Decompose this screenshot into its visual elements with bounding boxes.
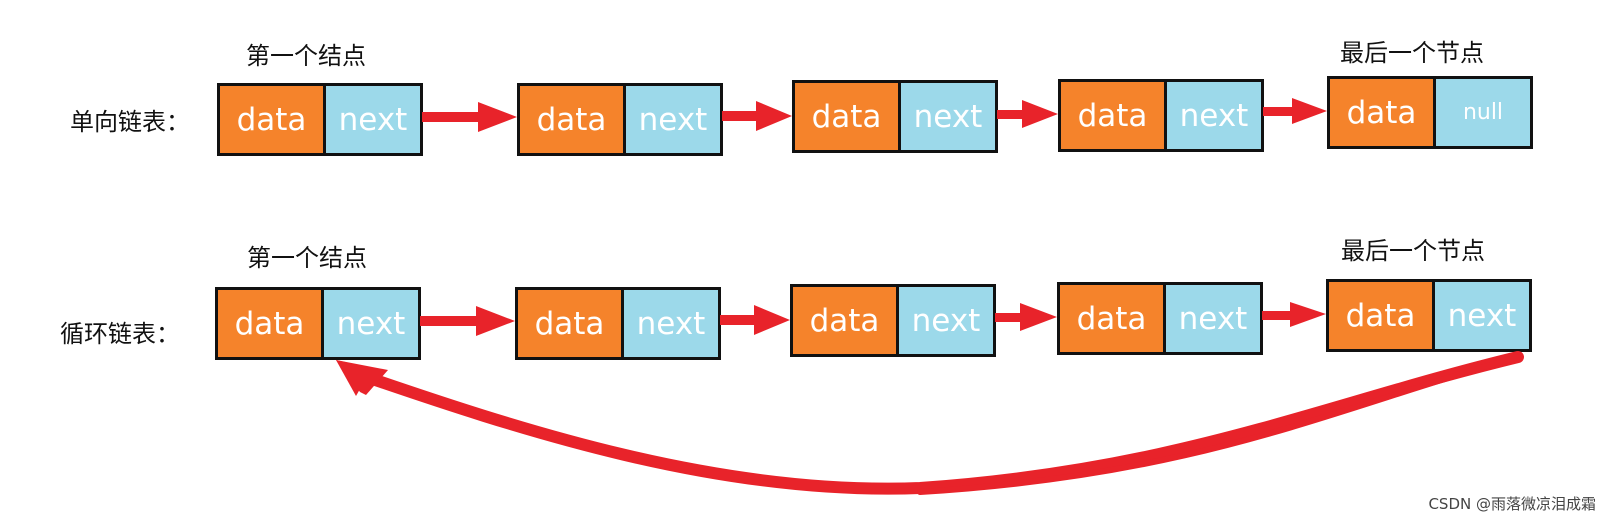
singly-list-label: 单向链表： [70,108,190,136]
circular-node-1: data next [215,287,421,360]
circular-arrow-4-5 [1262,302,1326,327]
circular-arrow-2-3 [720,305,790,335]
circular-node-4: data next [1057,282,1263,355]
singly-node-1: data next [217,83,423,156]
data-field: data [1329,282,1435,349]
singly-node-5: data null [1327,76,1533,149]
data-field: data [793,287,899,354]
circular-arrow-1-2 [420,306,515,336]
singly-arrow-3-4 [997,100,1058,128]
singly-node-2: data next [517,83,723,156]
circular-first-node-caption: 第一个结点 [247,244,367,272]
circular-node-3: data next [790,284,996,357]
circular-list-label: 循环链表： [60,320,180,348]
data-field: data [1061,82,1167,149]
next-pointer-field: next [626,86,720,153]
data-field: data [220,86,326,153]
circular-node-2: data next [515,287,721,360]
singly-first-node-caption: 第一个结点 [246,42,366,70]
next-pointer-field: next [1435,282,1529,349]
null-pointer-field: null [1436,79,1530,146]
circular-last-node-caption: 最后一个节点 [1341,237,1485,265]
next-pointer-field: next [324,290,418,357]
singly-node-3: data next [792,80,998,153]
data-field: data [520,86,626,153]
singly-arrow-2-3 [722,101,792,131]
next-pointer-field: next [901,83,995,150]
data-field: data [1060,285,1166,352]
singly-arrow-1-2 [422,102,517,132]
next-pointer-field: next [326,86,420,153]
next-pointer-field: next [1167,82,1261,149]
singly-arrow-4-5 [1263,98,1327,124]
circular-node-5: data next [1326,279,1532,352]
data-field: data [518,290,624,357]
circular-arrow-3-4 [995,303,1057,331]
next-pointer-field: next [624,290,718,357]
next-pointer-field: next [899,287,993,354]
singly-node-4: data next [1058,79,1264,152]
data-field: data [795,83,901,150]
circular-return-arrow [336,351,1524,495]
csdn-watermark: CSDN @雨落微凉泪成霜 [1428,495,1596,513]
data-field: data [218,290,324,357]
next-pointer-field: next [1166,285,1260,352]
data-field: data [1330,79,1436,146]
singly-last-node-caption: 最后一个节点 [1340,39,1484,67]
